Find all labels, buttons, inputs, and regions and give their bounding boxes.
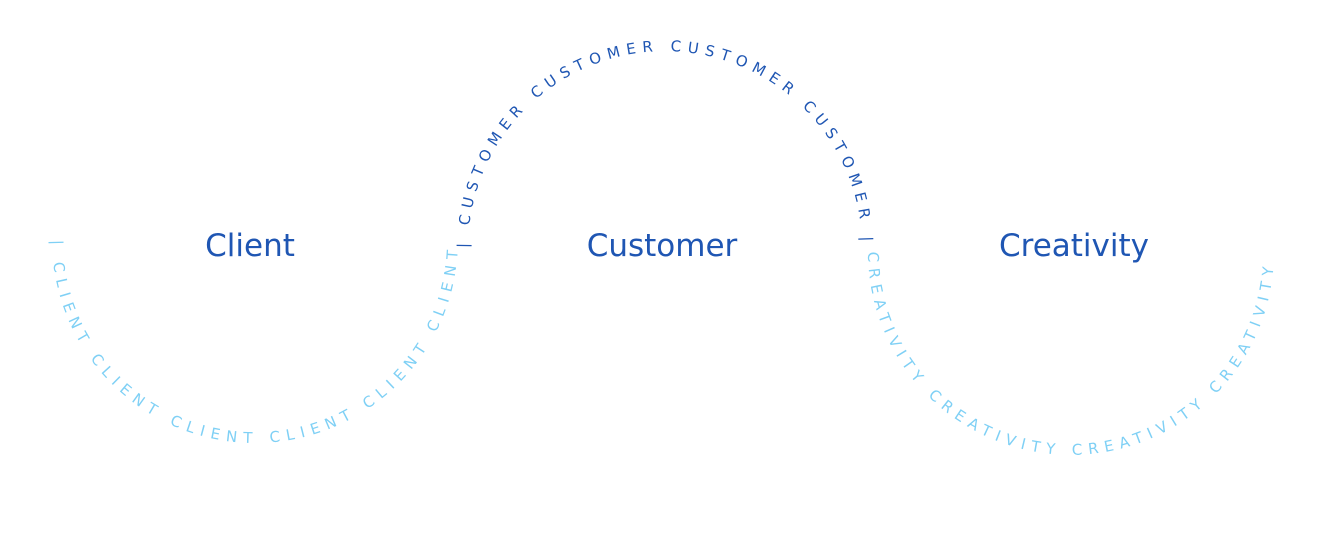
customer-label: Customer	[587, 228, 738, 264]
client-label: Client	[205, 228, 295, 264]
creativity-arc-text: CREATIVITY CREATIVITY CREATIVITY CREATIV…	[864, 251, 1278, 459]
customer-arc-path-text: | CUSTOMER CUSTOMER CUSTOMER CUSTOMER |	[454, 37, 873, 248]
customer-arc-text: | CUSTOMER CUSTOMER CUSTOMER CUSTOMER |	[454, 37, 876, 248]
creativity-label: Creativity	[999, 228, 1149, 264]
client-arc-path-text: | CLIENT CLIENT CLIENT CLIENT CLIENT CLI…	[48, 240, 459, 447]
creativity-arc-path-text: CREATIVITY CREATIVITY CREATIVITY CREATIV…	[864, 251, 1275, 459]
client-arc-text: | CLIENT CLIENT CLIENT CLIENT CLIENT CLI…	[48, 240, 462, 447]
